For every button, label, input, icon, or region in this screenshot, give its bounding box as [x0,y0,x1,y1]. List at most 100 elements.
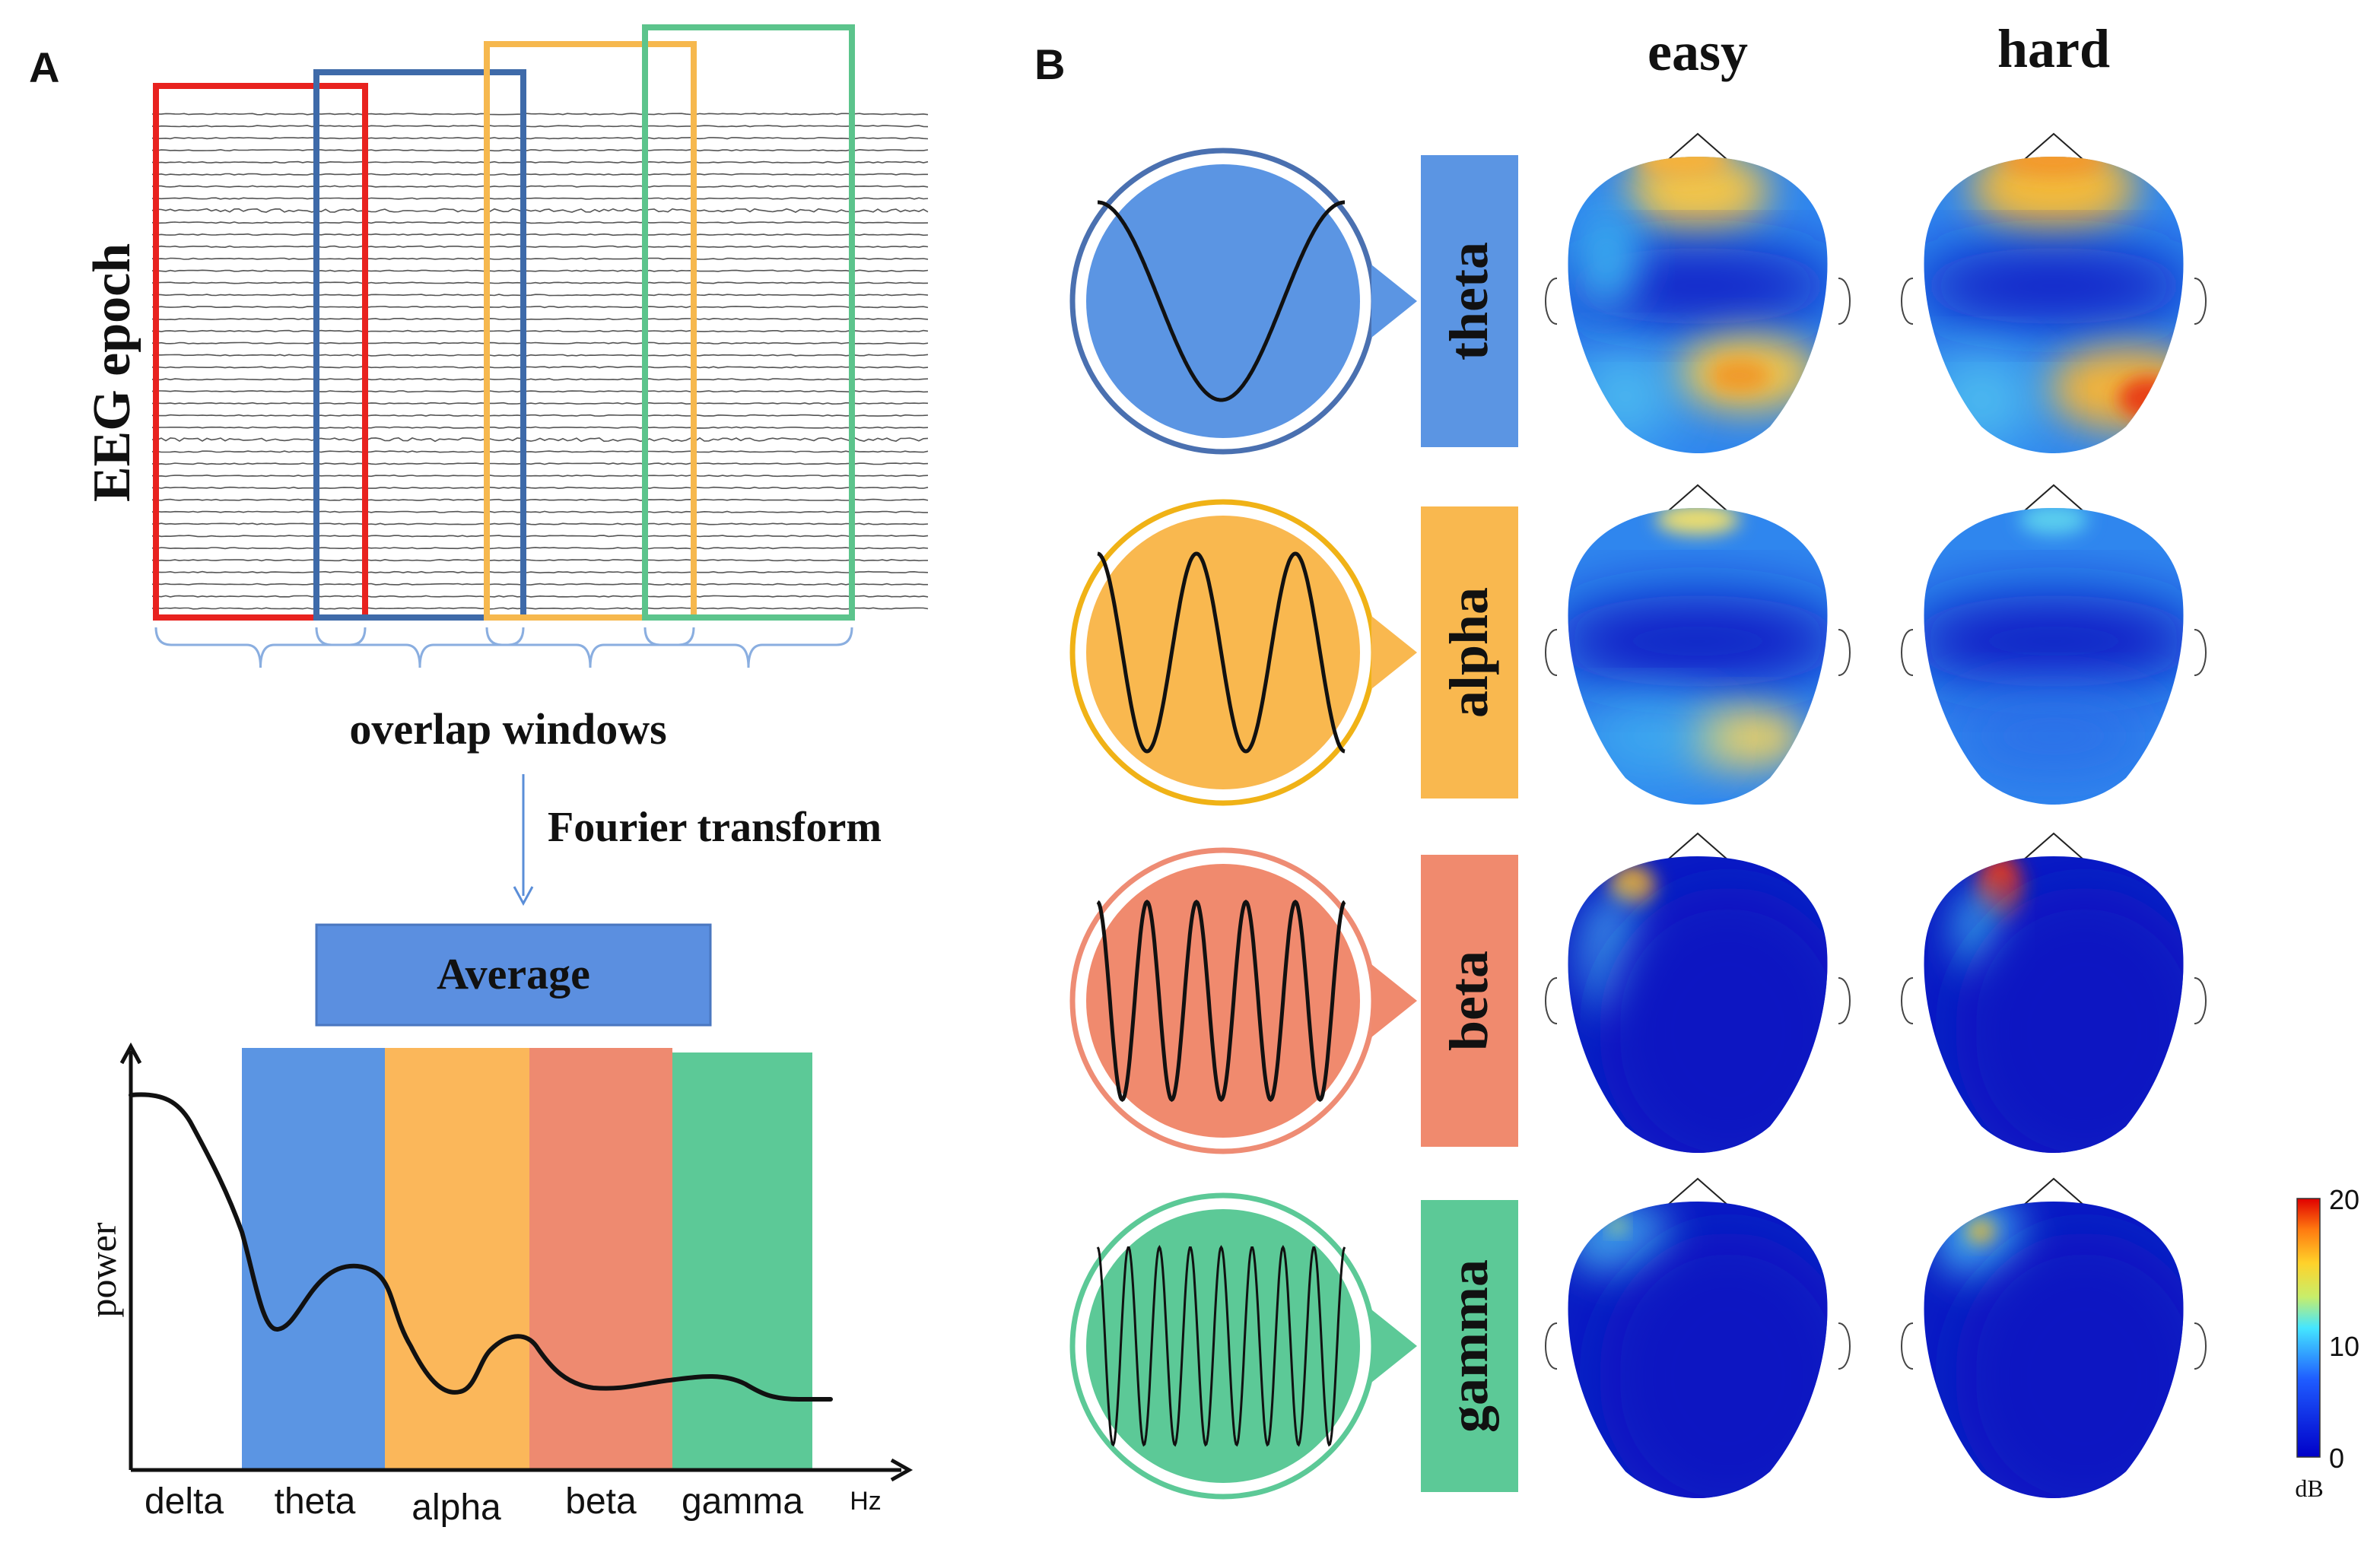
right-ear-outline [1838,977,1851,1024]
topomap-surface [1924,1202,2184,1498]
eeg-channel-trace [152,595,929,598]
sinusoid-wave [1096,900,1346,1102]
window-brace [154,627,367,668]
nose-outline [1667,832,1729,861]
spectrum-curve [129,1092,833,1402]
x-axis-arrow [890,1458,914,1482]
topomap-surface [1924,856,2184,1153]
callout-pointer [1371,265,1417,338]
topomap-theta-easy [1545,132,1851,453]
band-label-theta: theta [275,1481,356,1522]
nose-outline [1667,484,1729,513]
callout-pointer [1371,616,1417,689]
eeg-channel-trace [151,583,928,586]
left-ear-outline [1901,629,1914,676]
colorbar-tick-20: 20 [2329,1184,2359,1215]
topomap-surface [1568,1202,1828,1498]
eeg-channel-trace [151,462,929,465]
eeg-channel-trace [151,245,929,249]
left-ear-outline [1901,278,1914,325]
band-name-theta: theta [1438,242,1499,360]
nose-outline [2023,832,2085,861]
gamma-band-rect [672,1052,812,1470]
power-axis-label: power [81,1222,124,1317]
band-label-alpha: alpha [411,1487,501,1528]
nose-outline [2023,1177,2085,1206]
window-braces [154,627,853,668]
eeg-channel-trace [151,281,929,284]
band-row-gamma: gamma [1069,1192,1518,1500]
eeg-channel-trace [151,160,929,164]
eeg-channel-trace [151,486,929,490]
band-label-beta: beta [565,1481,637,1522]
nose-outline [2023,132,2085,161]
topomap-alpha-hard [1901,484,2207,805]
panel-a: A EEG epoch overlap windows Fourier tran… [29,24,929,1528]
eeg-channel-trace [151,317,929,321]
analysis-window [313,69,526,621]
nose-outline [1667,132,1729,161]
alpha-band-rect [385,1048,529,1470]
nose-outline [2023,484,2085,513]
window-brace [485,627,695,668]
eeg-channel-trace [151,221,929,224]
eeg-channel-trace [152,426,929,429]
eeg-channel-trace [151,173,928,176]
eeg-channel-trace [151,414,929,417]
eeg-channel-trace [152,306,929,309]
eeg-channel-trace [151,329,929,333]
fourier-arrow [513,774,534,906]
panel-b-label: B [1034,40,1065,88]
panel-a-label: A [29,43,59,91]
analysis-window [642,24,855,621]
eeg-channel-trace [151,389,929,393]
right-ear-outline [2194,629,2207,676]
sinusoid-wave [1097,551,1346,754]
eeg-channel-trace [151,294,929,297]
left-ear-outline [1545,1322,1558,1370]
eeg-channel-trace [151,366,929,369]
eeg-channel-trace [151,522,929,525]
window-brace [315,627,525,668]
callout-pointer [1371,964,1417,1037]
condition-label-hard: hard [1997,18,2110,79]
topomap-surface [1568,157,1828,453]
colorbar-gradient [2296,1198,2321,1458]
sinusoid-wave [1098,200,1345,402]
sinusoid-wave [1096,1245,1346,1447]
band-label-box [1421,855,1518,1147]
beta-band-rect [529,1048,672,1470]
eeg-channel-trace [151,510,928,513]
topomap-surface [1568,508,1828,805]
hz-unit-label: Hz [850,1487,882,1516]
right-ear-outline [2194,977,2207,1024]
left-ear-outline [1901,1322,1914,1370]
average-label: Average [437,949,590,999]
y-axis-arrow [119,1042,142,1065]
right-ear-outline [1838,278,1851,325]
eeg-channel-trace [151,450,929,453]
eeg-channel-trace [151,437,929,443]
topomap-beta-hard [1901,832,2207,1153]
overlap-windows [153,24,855,621]
band-label-box [1421,506,1518,798]
right-ear-outline [2194,278,2207,325]
left-ear-outline [1545,629,1558,676]
eeg-channel-trace [151,341,929,344]
topomaps [1545,132,2207,1498]
right-ear-outline [2194,1322,2207,1370]
topomap-gamma-easy [1545,1177,1851,1498]
eeg-channel-trace [151,378,929,381]
eeg-channel-trace [151,197,929,200]
colorbar-tick-10: 10 [2329,1331,2359,1362]
band-label-box [1421,1200,1518,1492]
eeg-channel-trace [151,498,929,501]
topomap-surface [1924,157,2184,453]
topomap-beta-easy [1545,832,1851,1153]
topomap-surface [1924,508,2184,805]
eeg-channel-trace [152,113,929,116]
topomap-alpha-easy [1545,484,1851,805]
band-row-beta: beta [1069,847,1518,1154]
